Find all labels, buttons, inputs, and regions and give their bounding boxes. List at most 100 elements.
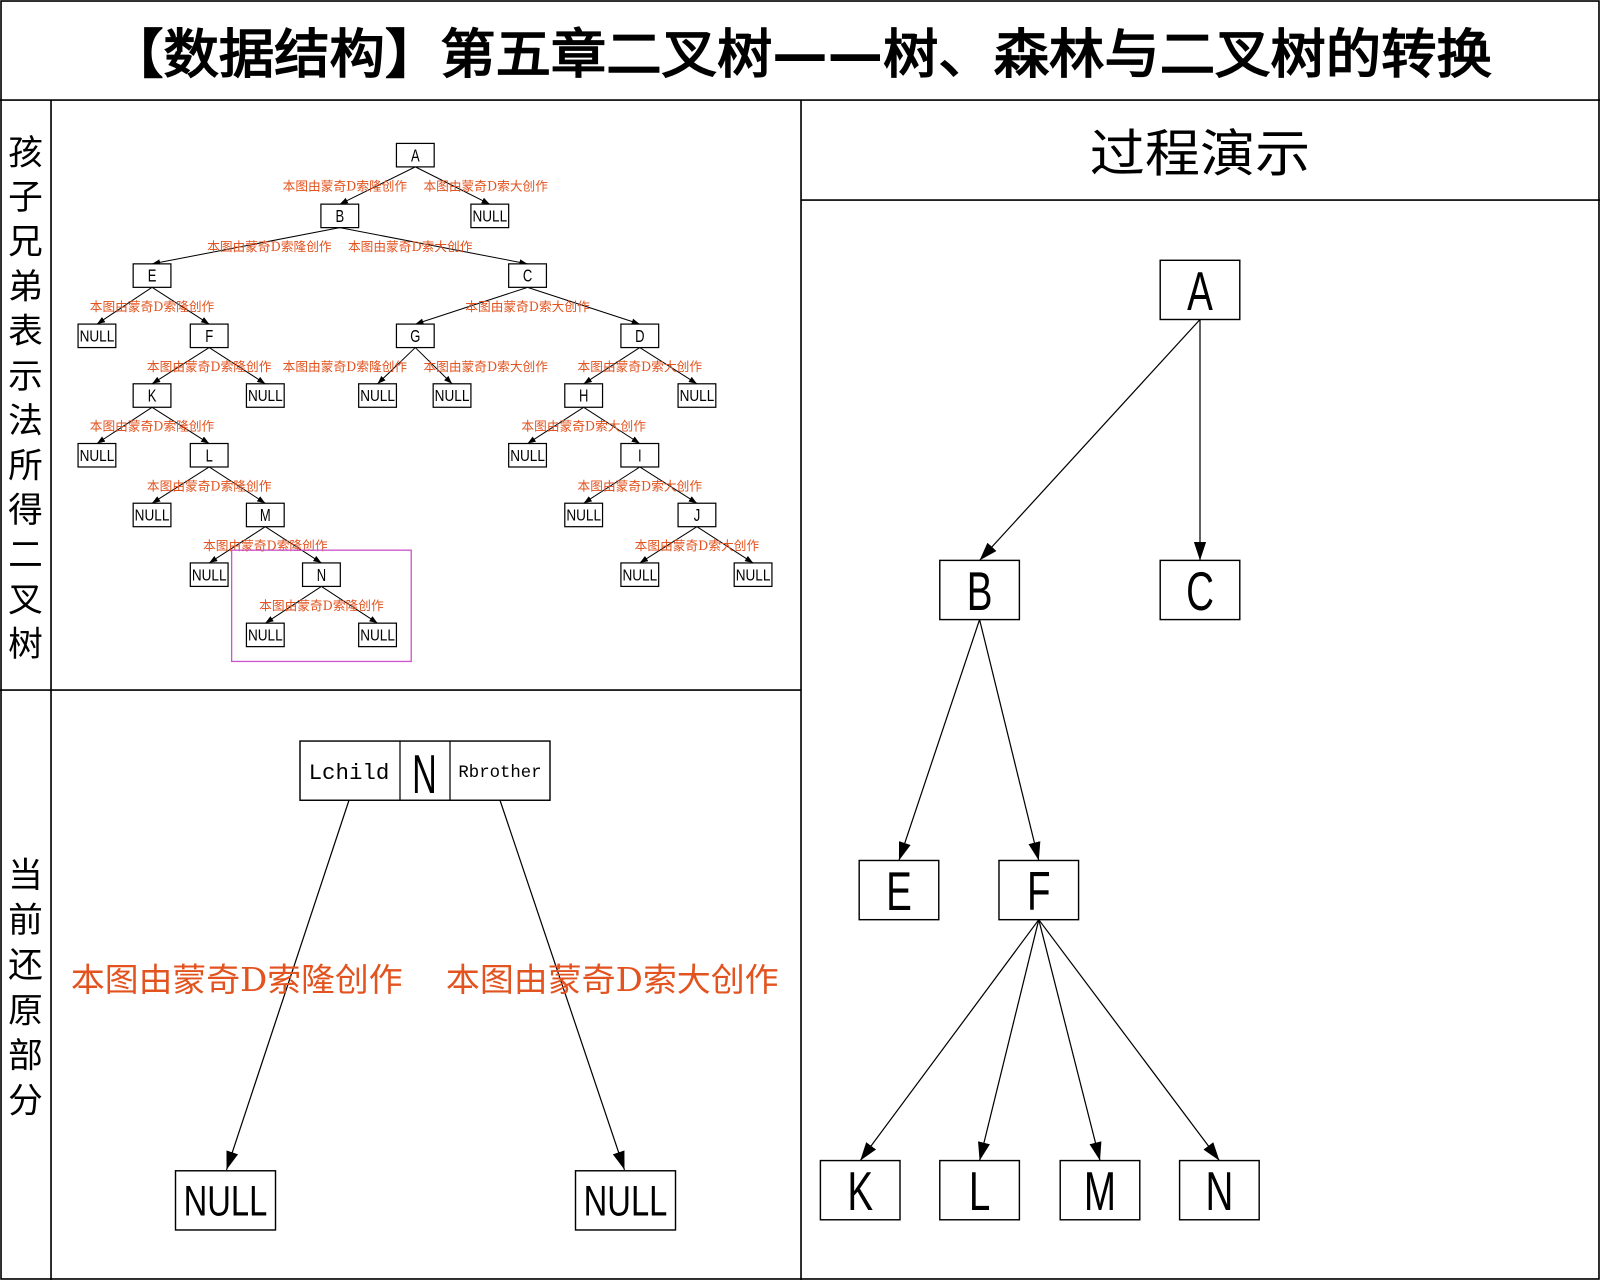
node-box [858, 859, 940, 921]
node-label: J [694, 506, 701, 525]
edge-label: 本图由蒙奇D索大创作 [521, 419, 646, 435]
null-node: NULL [189, 562, 229, 588]
node-label: NULL [736, 567, 771, 584]
binary-tree-edge [583, 466, 641, 504]
null-node: NULL [733, 562, 773, 588]
node-label: NULL [360, 628, 395, 645]
node-box [301, 562, 341, 588]
node-label: NULL [622, 567, 657, 584]
process-tree-node: B [939, 559, 1021, 623]
null-node: NULL [77, 323, 117, 349]
binary-tree-node: A [395, 142, 435, 168]
process-tree-node: E [858, 859, 940, 923]
node-label: E [886, 861, 912, 922]
node-label: NULL [248, 388, 283, 405]
node-label: C [523, 267, 532, 286]
node-label: N [317, 566, 326, 585]
node-label: NULL [435, 388, 470, 405]
rbrother-null-node: NULL [574, 1170, 677, 1231]
process-tree-edge [978, 619, 1041, 861]
node-box [470, 203, 510, 229]
current-node-structure: Lchild N Rbrother [299, 740, 551, 806]
node-label: NULL [472, 208, 507, 225]
null-node: NULL [564, 502, 604, 528]
null-node: NULL [77, 442, 117, 468]
binary-tree-node: E [132, 263, 172, 288]
binary-tree-edge [321, 585, 378, 624]
node-box [245, 383, 285, 408]
binary-tree-edge [639, 466, 698, 504]
node-box [395, 323, 435, 349]
node-data-field: N [412, 743, 437, 806]
process-tree-node: L [939, 1159, 1021, 1223]
node-box [998, 859, 1080, 921]
node-box [1159, 259, 1241, 321]
node-box [620, 323, 660, 349]
binary-tree-edge [151, 466, 210, 504]
node-box [620, 562, 660, 588]
edge-label: 本图由蒙奇D索大创作 [348, 239, 473, 255]
edge-label: 本图由蒙奇D索隆创作 [90, 299, 215, 315]
binary-tree-node: J [677, 502, 717, 528]
node-box [677, 502, 717, 528]
lchild-pointer-arrow [225, 800, 350, 1170]
node-box [132, 502, 172, 528]
edge-label: 本图由蒙奇D索隆创作 [147, 478, 272, 494]
binary-tree-node: N [301, 562, 341, 588]
node-label: NULL [135, 508, 170, 525]
node-label: NULL [566, 508, 601, 525]
process-tree-edge [1038, 919, 1220, 1161]
node-label: C [1186, 561, 1214, 622]
edge-label: 本图由蒙奇D索隆创作 [147, 359, 272, 375]
binary-tree-edges [96, 166, 754, 624]
binary-tree-edge [377, 347, 416, 385]
node-label: M [260, 506, 271, 525]
rbrother-pointer-arrow [499, 800, 626, 1170]
node-box [132, 263, 172, 288]
null-node: NULL [508, 442, 548, 468]
binary-tree-node: F [189, 323, 229, 349]
binary-tree-edge [208, 347, 266, 385]
node-box [819, 1159, 901, 1221]
process-tree-node: A [1159, 259, 1241, 323]
process-tree-edge [1038, 919, 1102, 1161]
node-label: NULL [360, 388, 395, 405]
node-box [939, 1159, 1021, 1221]
edge-label: 本图由蒙奇D索大创作 [635, 538, 760, 554]
process-tree-node: F [998, 859, 1080, 923]
binary-tree-edge [696, 526, 754, 564]
edge-label: 本图由蒙奇D索隆创作 [207, 239, 332, 255]
binary-tree-edge [151, 406, 210, 444]
edge-label: 本图由蒙奇D索隆创作 [259, 598, 384, 614]
process-tree-edges [859, 319, 1220, 1161]
side-label-current-part: 当前还原部分 [8, 856, 43, 1122]
binary-tree-edge [151, 347, 210, 385]
node-box [733, 562, 773, 588]
binary-tree-node: D [620, 323, 660, 349]
edge-label: 本图由蒙奇D索大创作 [578, 359, 703, 375]
binary-tree-edge-labels: 本图由蒙奇D索隆创作本图由蒙奇D索隆创作本图由蒙奇D索隆创作本图由蒙奇D索隆创作… [90, 178, 760, 614]
node-label: N [1205, 1161, 1233, 1222]
node-label: D [635, 327, 644, 346]
binary-tree-edge [583, 406, 641, 444]
node-box [77, 442, 117, 468]
node-box [1159, 559, 1241, 621]
node-label: A [1187, 261, 1213, 322]
node-label: L [969, 1161, 990, 1222]
node-box [77, 323, 117, 349]
null-node: NULL [432, 383, 472, 408]
node-box [320, 203, 360, 229]
node-label: K [847, 1161, 873, 1222]
binary-tree-edge [265, 585, 322, 624]
binary-tree-edge [265, 526, 322, 564]
node-label: H [579, 387, 588, 406]
binary-tree-edge [339, 227, 528, 266]
process-tree-edge [979, 319, 1201, 561]
null-node: NULL [358, 622, 398, 648]
binary-tree-node: I [620, 442, 660, 468]
binary-tree-edge [415, 166, 491, 205]
node-label: NULL [184, 1178, 268, 1226]
